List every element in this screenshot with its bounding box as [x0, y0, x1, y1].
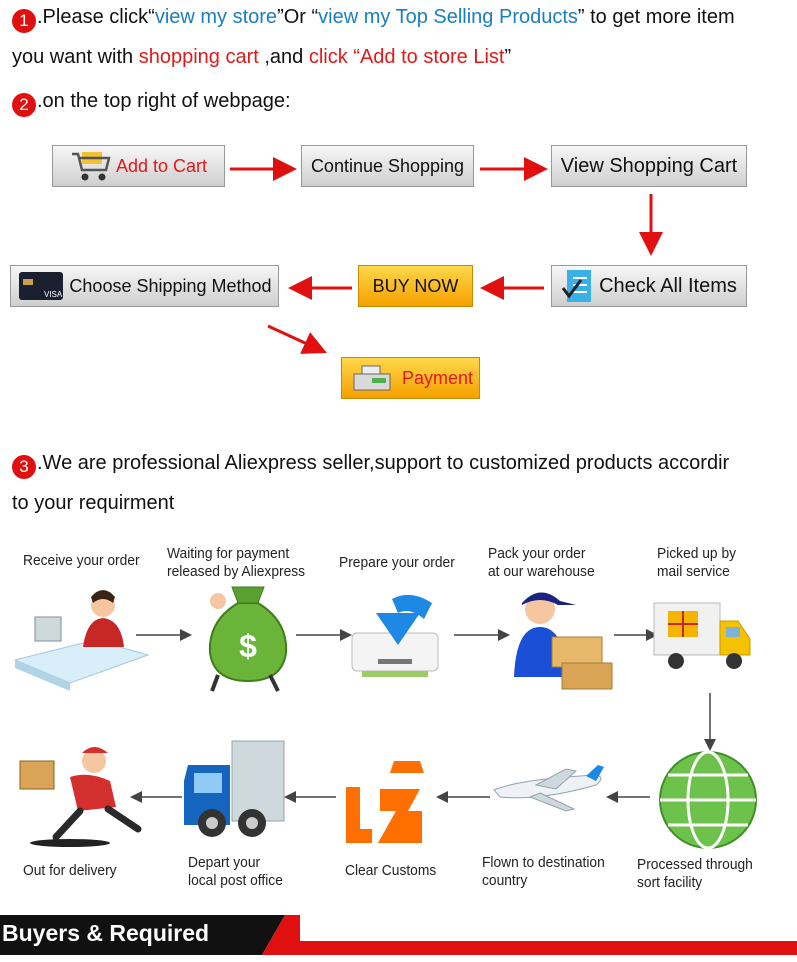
add-to-store-list-text: click “Add to store List: [308, 46, 505, 68]
step1-line2: you want with shopping cart ,and click “…: [12, 46, 511, 69]
buy-now-button[interactable]: BUY NOW: [358, 265, 473, 307]
flown-destination-label-2: country: [482, 872, 528, 889]
flown-destination-label-1: Flown to destination: [482, 854, 605, 871]
continue-shopping-label: Continue Shopping: [310, 155, 465, 176]
clear-customs-label: Clear Customs: [345, 862, 437, 879]
step1-text-b: ”Or “: [277, 6, 319, 28]
globe-icon: [659, 750, 757, 850]
step3-number-badge: 3: [12, 455, 36, 479]
step3-line2: to your requirment: [12, 492, 174, 515]
buyers-banner: [0, 915, 797, 955]
depart-post-office-label-1: Depart your: [188, 854, 261, 871]
step1-line1: 1.Please click“view my store”Or “view my…: [12, 6, 735, 33]
picked-up-label-2: mail service: [657, 563, 730, 580]
delivery-man-icon: [19, 747, 142, 847]
pack-order-label-2: at our warehouse: [488, 563, 595, 580]
svg-text:$: $: [239, 628, 257, 664]
sort-facility-label-2: sort facility: [637, 874, 703, 891]
delivery-truck-icon: [653, 602, 751, 669]
money-bag-icon: $: [208, 586, 288, 692]
choose-shipping-method-button[interactable]: VISA Choose Shipping Method: [10, 265, 279, 307]
top-selling-products-link[interactable]: view my Top Selling Products: [318, 6, 578, 28]
step1-text-a: .Please click“: [37, 6, 155, 28]
prepare-order-label: Prepare your order: [339, 554, 455, 571]
process-illustrations: $: [13, 586, 757, 850]
view-my-store-link[interactable]: view my store: [154, 6, 278, 28]
credit-card-icon: VISA: [19, 272, 64, 300]
depart-post-office-label-2: local post office: [188, 872, 283, 889]
step1-number-badge: 1: [12, 9, 36, 33]
continue-shopping-button[interactable]: Continue Shopping: [301, 145, 474, 187]
check-all-items-label: Check All Items: [599, 274, 737, 297]
shopping-cart-icon: [71, 152, 111, 181]
step1-line2-text-c: ”: [504, 46, 512, 68]
choose-shipping-method-label: Choose Shipping Method: [69, 275, 272, 296]
sort-facility-label-1: Processed through: [637, 856, 753, 873]
customs-icon: [346, 761, 424, 843]
buy-now-label: BUY NOW: [372, 275, 459, 296]
step2-text: .on the top right of webpage:: [37, 90, 291, 112]
post-office-truck-icon: [184, 740, 285, 837]
view-shopping-cart-label: View Shopping Cart: [560, 154, 738, 177]
step1-line2-text-b: ,and: [258, 46, 309, 68]
buyers-required-title: Buyers & Required: [2, 920, 210, 946]
payment-button[interactable]: Payment: [341, 357, 480, 399]
person-at-computer-icon: [13, 590, 150, 691]
step1-line2-text-a: you want with: [12, 46, 139, 68]
step2-line: 2.on the top right of webpage:: [12, 90, 291, 117]
receive-order-label: Receive your order: [23, 552, 140, 569]
add-to-cart-button[interactable]: Add to Cart: [52, 145, 225, 187]
step3-text: .We are professional Aliexpress seller,s…: [37, 452, 730, 474]
shopping-cart-text: shopping cart: [138, 46, 259, 68]
add-to-cart-label: Add to Cart: [115, 155, 208, 176]
view-shopping-cart-button[interactable]: View Shopping Cart: [551, 145, 747, 187]
picked-up-label-1: Picked up by: [657, 545, 737, 562]
pack-order-label-1: Pack your order: [488, 545, 586, 562]
check-all-items-button[interactable]: Check All Items: [551, 265, 747, 307]
prepare-download-icon: [351, 594, 439, 677]
arrow-6: [267, 324, 327, 354]
step3-line1: 3.We are professional Aliexpress seller,…: [12, 452, 729, 479]
out-for-delivery-label: Out for delivery: [23, 862, 117, 879]
svg-text:VISA: VISA: [44, 290, 63, 299]
step1-text-c: ” to get more item: [577, 6, 735, 28]
checklist-icon: [561, 270, 592, 302]
step2-number-badge: 2: [12, 93, 36, 117]
waiting-payment-label-2: released by Aliexpress: [167, 563, 306, 580]
warehouse-worker-icon: [514, 592, 613, 690]
flow-arrows: [230, 157, 663, 354]
waiting-payment-label-1: Waiting for payment: [167, 545, 290, 562]
payment-label: Payment: [401, 367, 474, 388]
airplane-icon: [493, 765, 604, 812]
cash-register-icon: [353, 365, 391, 391]
step3-text-2: to your requirment: [12, 492, 175, 514]
